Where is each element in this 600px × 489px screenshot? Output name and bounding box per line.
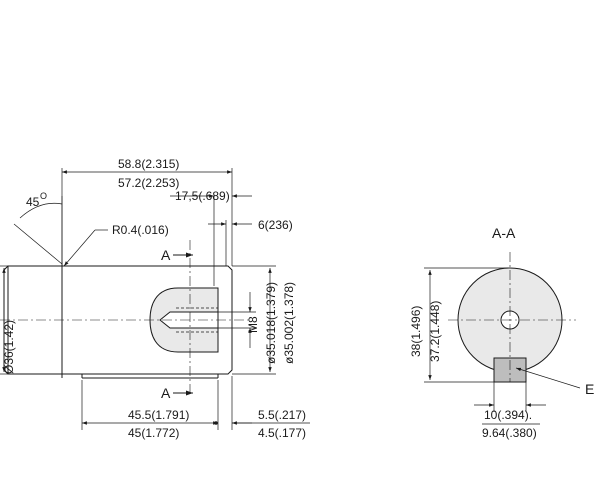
side-view: A A 58.8(2.315) 57.2(2.253) 17,5(.689) 6… — [0, 157, 310, 440]
degree-symbol: O — [40, 191, 47, 201]
section-title: A-A — [492, 225, 516, 241]
section-height-max: 38(1.496) — [409, 306, 423, 357]
flange-dia-label: Ø36(1.42) — [2, 320, 16, 374]
section-mark-top: A — [161, 247, 171, 263]
chamfer-angle-arc — [19, 202, 63, 219]
key-length-max: 45.5(1.791) — [128, 408, 189, 422]
key-callout-label: E — [585, 381, 594, 397]
key-length-min: 45(1.772) — [128, 426, 179, 440]
section-height-min: 37.2(1.448) — [428, 301, 442, 362]
dim-dot — [214, 421, 218, 425]
key-offset-label: 17,5(.689) — [175, 189, 230, 203]
key-width-max: 10(.394). — [484, 408, 532, 422]
section-view: A-A 38(1.496) 37.2(1.448) 10(.394). 9.64… — [409, 225, 594, 440]
end-width-label: 6(236) — [258, 218, 293, 232]
flange-outline — [7, 265, 63, 375]
end-length-max: 5.5(.217) — [258, 408, 306, 422]
edge-radius-label: R0.4(.016) — [112, 223, 169, 237]
overall-length-max: 58.8(2.315) — [118, 157, 179, 171]
shaft-dia-min: ø35.002(1.378) — [282, 282, 296, 364]
shaft-dia-max: ø35.018(1.379) — [264, 282, 278, 364]
thread-label: M8 — [246, 316, 260, 333]
section-mark-bottom: A — [161, 385, 171, 401]
chamfer-angle-label: 45 — [26, 195, 40, 209]
overall-length-min: 57.2(2.253) — [118, 176, 179, 190]
key-width-min: 9.64(.380) — [482, 426, 537, 440]
end-length-min: 4.5(.177) — [258, 426, 306, 440]
